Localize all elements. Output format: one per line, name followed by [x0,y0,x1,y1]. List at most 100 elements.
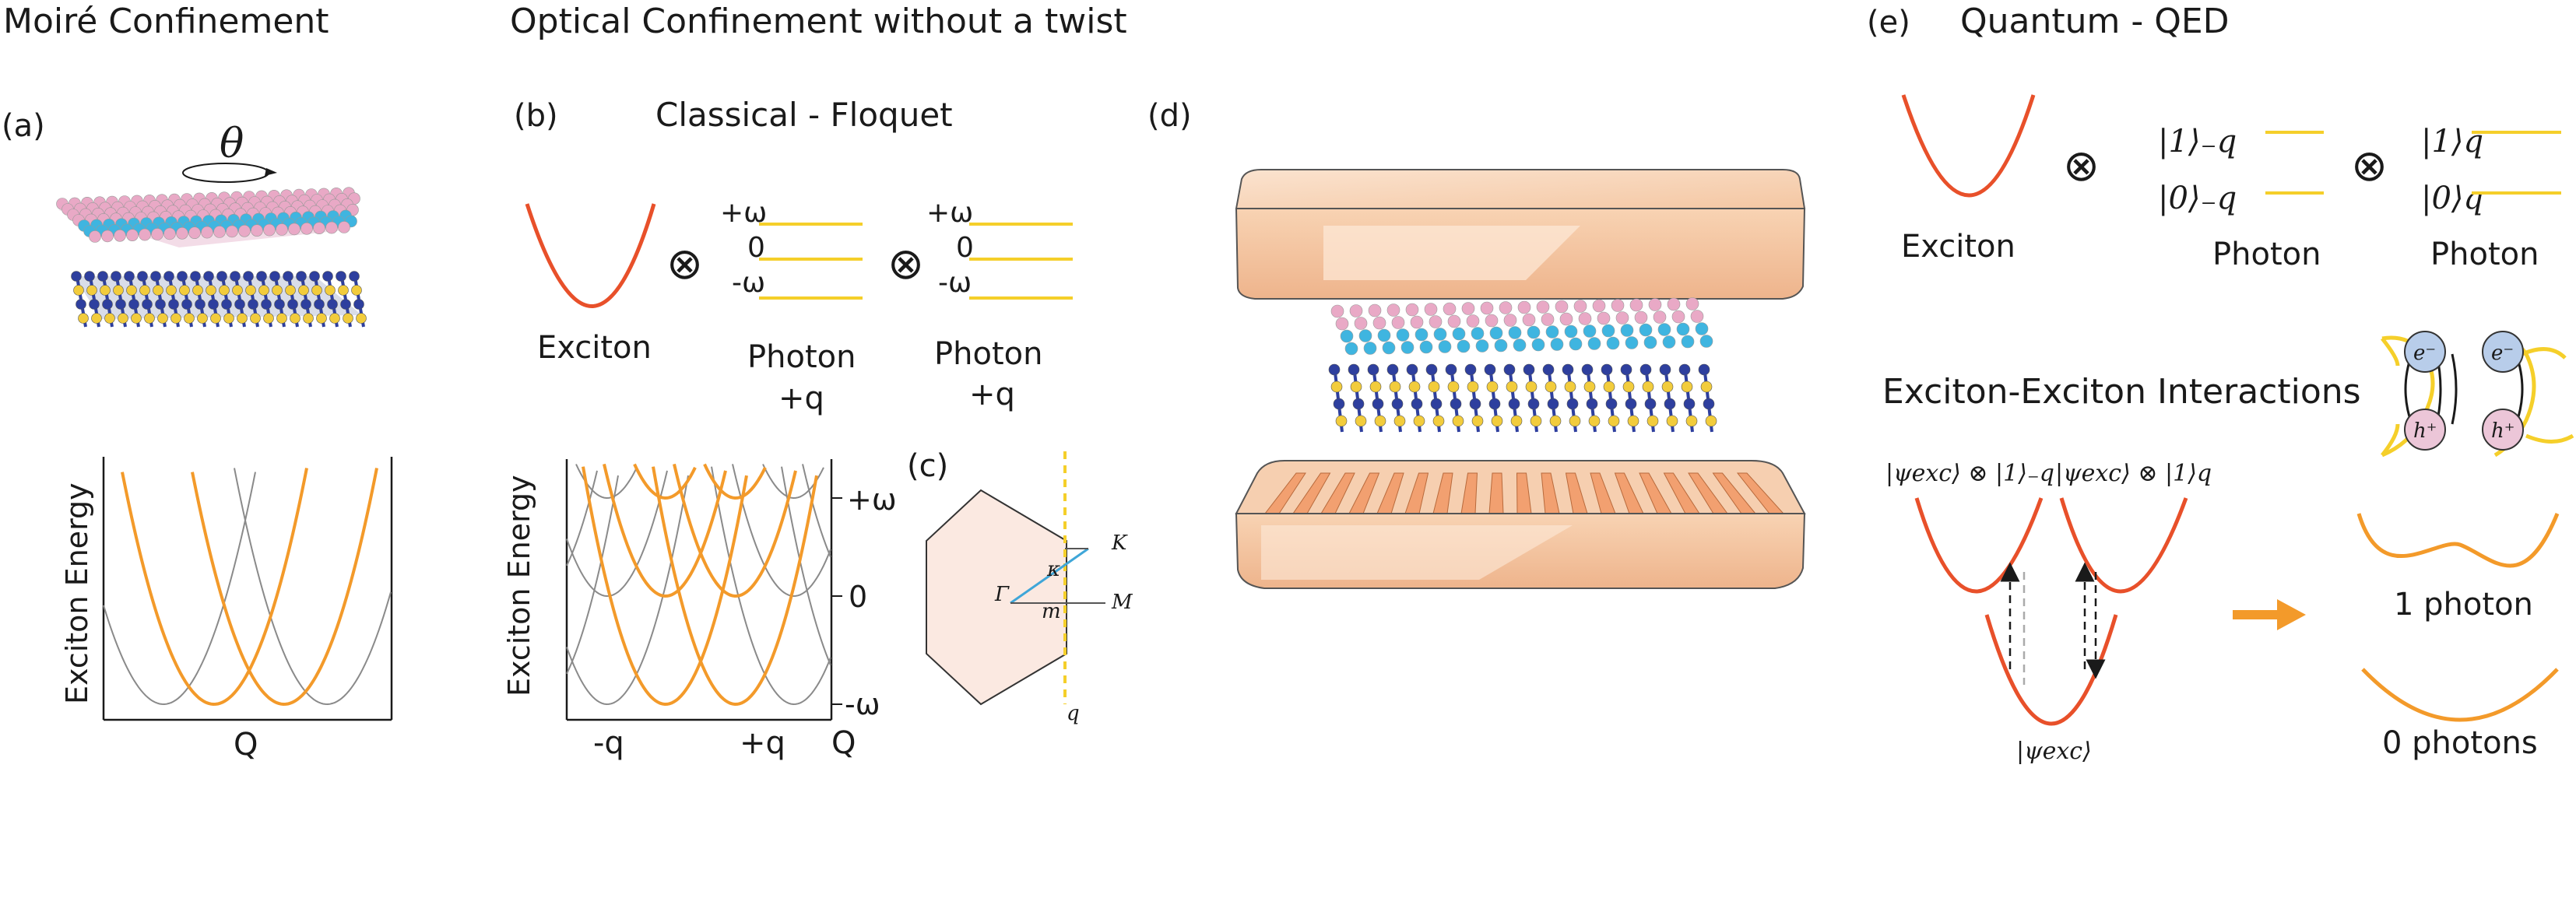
cavity-bottom-layer-atom [1425,363,1438,376]
bottom-layer-atom [71,271,82,282]
cavity-top-layer-atom [1676,322,1690,336]
cavity-bottom-layer-atom [1545,381,1557,393]
cavity-bottom-layer-atom [1608,415,1620,427]
cavity-bottom-layer-atom [1566,398,1579,410]
cavity-top-layer-atom [1354,317,1368,330]
bottom-layer-atom [168,299,179,310]
cavity-top-layer-atom [1485,314,1499,328]
floquet-band-gray [566,475,689,706]
panel-b-exciton-curve [525,203,656,308]
bottom-layer-atom [300,299,311,310]
top-layer-atom [163,227,176,240]
cavity-top-layer-atom [1643,335,1657,349]
cavity-top-layer-atom [1531,338,1545,352]
panel-b-exciton-label: Exciton [537,330,652,366]
bottom-layer-atom [197,313,208,324]
cavity-top-layer-atom [1559,312,1573,326]
bottom-layer-atom [285,285,296,296]
cavity-bottom-layer-atom [1464,363,1477,376]
cavity-top-layer-atom [1461,302,1475,315]
cavity-bottom-layer-atom [1335,415,1348,427]
cavity-top-layer-atom [1480,301,1494,315]
bottom-layer-atom [157,313,168,324]
ladder-1-level-zero: 0 [747,232,765,264]
cavity-bottom-layer-atom [1678,363,1691,376]
cavity-bottom-layer-atom [1469,398,1481,410]
ladder-2-photon-label: Photon [934,336,1042,372]
panel-b-xtick-plus-q: +q [740,725,785,761]
cavity-top-layer-atom [1340,329,1354,343]
cavity-bottom-layer-atom [1661,381,1674,393]
cavity-top-layer-atom [1625,336,1639,349]
cavity-bottom-layer-atom [1681,381,1693,393]
bottom-layer-atom [329,313,340,324]
cavity-bottom-layer-atom [1508,398,1520,410]
cavity-bottom-layer-atom [1406,363,1418,376]
cavity-bottom-layer-atom [1393,415,1406,427]
cavity-top-layer-atom [1601,324,1615,338]
moire-band-gray [234,468,392,706]
panel-e-photon-label-1: Photon [2212,237,2321,272]
cavity-top-layer-atom [1513,339,1527,352]
bottom-layer-atom [316,313,327,324]
floquet-band-orange [652,466,818,707]
cavity-top-layer-atom [1330,304,1344,318]
cavity-top-layer-atom [1653,310,1667,324]
bottom-layer-atom [261,299,272,310]
cavity-bottom-layer-atom [1703,398,1715,410]
bottom-layer-atom [232,285,243,296]
top-layer-atom [300,222,313,235]
cavity-top-layer-atom [1494,339,1508,353]
bottom-layer-atom [73,285,84,296]
bottom-layer-atom [276,313,287,324]
bottom-layer-atom [208,299,219,310]
cavity-top-layer-atom [1578,312,1592,325]
panel-b-plot [565,459,842,721]
cavity-bottom-layer-atom [1562,363,1574,376]
moire-band-orange [191,468,378,707]
bottom-layer-atom [269,271,280,282]
bottom-layer-atom [223,313,234,324]
panel-e-exciton-curve [1901,94,2036,198]
cavity-bottom-layer-atom [1506,381,1518,393]
top-layer-atom [101,230,114,243]
bottom-layer-atom [234,299,245,310]
cavity-bottom-layer-atom [1447,381,1460,393]
panel-label-b: (b) [514,98,558,134]
cavity-bottom-layer-atom [1450,398,1462,410]
cavity-top-layer-atom [1419,340,1433,354]
bottom-layer-atom [336,271,346,282]
panel-b-title: Classical - Floquet [655,96,953,134]
top-layer-atom [338,221,350,233]
cavity-bottom-layer-atom [1432,415,1445,427]
cavity-top-layer-atom [1569,337,1583,351]
panel-b-otimes-2: ⊗ [887,239,924,289]
heading-optical: Optical Confinement without a twist [510,2,1127,41]
floquet-band-gray [566,470,668,598]
cavity-bottom-layer-atom [1367,363,1379,376]
bottom-layer-atom [139,285,150,296]
cavity-top-layer-atom [1639,323,1653,337]
floquet-band-gray [711,466,831,706]
bottom-layer-atom [338,285,349,296]
cavity-top-layer-atom [1452,327,1466,341]
cavity-bottom-layer-atom [1605,398,1618,410]
one-photon-label: 1 photon [2394,587,2533,623]
cavity-bottom-layer-atom [1413,415,1425,427]
bottom-layer-atom [192,285,203,296]
top-layer-atom [263,223,276,237]
panel-e-exciton-label: Exciton [1901,229,2015,265]
panel-d-bilayer [1328,297,1717,433]
cavity-top-layer-atom [1573,300,1587,313]
cavity-top-layer-atom [1592,299,1606,313]
cavity-top-layer-atom [1611,299,1625,312]
top-layer-atom [151,228,163,240]
bottom-layer-atom [248,299,258,310]
ladder-2-level-zero: 0 [956,232,974,264]
bottom-layer-atom [353,299,364,310]
cavity-bottom-layer-atom [1542,363,1555,376]
panel-a-ylabel: Exciton Energy [60,482,94,704]
bottom-layer-atom [84,271,95,282]
bottom-layer-atom [195,299,206,310]
cavity-top-layer-atom [1657,323,1671,336]
